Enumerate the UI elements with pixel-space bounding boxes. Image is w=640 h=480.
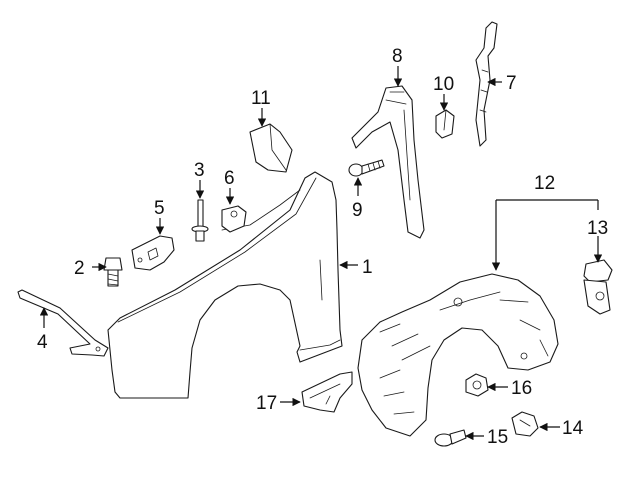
callout-7: 7 xyxy=(506,73,517,94)
bracket-part-17 xyxy=(301,371,353,413)
callout-6: 6 xyxy=(224,168,235,189)
leader-lines xyxy=(39,66,603,441)
callout-3: 3 xyxy=(194,160,205,181)
callout-16: 16 xyxy=(511,378,532,399)
seal-part-7 xyxy=(475,21,498,147)
nut-part-16 xyxy=(465,373,489,397)
callout-17: 17 xyxy=(256,393,277,414)
bracket-part-5 xyxy=(131,235,175,271)
clip-part-14 xyxy=(511,411,539,437)
bracket-part-11 xyxy=(249,123,293,173)
callout-12: 12 xyxy=(534,173,555,194)
bracket-part-6 xyxy=(221,205,247,233)
bolt-part-2 xyxy=(103,257,123,287)
nut-part-10 xyxy=(435,109,455,139)
callout-13: 13 xyxy=(587,218,608,239)
callout-1: 1 xyxy=(362,257,373,278)
fender-part xyxy=(107,171,343,399)
callout-2: 2 xyxy=(74,258,85,279)
screw-part-15 xyxy=(434,429,467,447)
bracket-part-4 xyxy=(17,289,109,357)
callout-5: 5 xyxy=(154,198,165,219)
callout-9: 9 xyxy=(352,200,363,221)
callout-8: 8 xyxy=(392,46,403,67)
callout-10: 10 xyxy=(433,74,454,95)
callout-14: 14 xyxy=(562,418,584,439)
callout-4: 4 xyxy=(37,332,48,353)
callout-11: 11 xyxy=(251,88,271,109)
inner-panel-part-8 xyxy=(351,85,425,239)
stud-part-3 xyxy=(191,199,209,242)
wheel-liner-part-12 xyxy=(357,273,559,437)
screw-part-9 xyxy=(348,159,385,177)
callout-15: 15 xyxy=(487,427,508,448)
clip-part-13 xyxy=(583,259,613,315)
callout-labels: 1 2 3 4 5 6 7 8 9 10 11 12 13 14 15 16 1… xyxy=(37,46,608,448)
